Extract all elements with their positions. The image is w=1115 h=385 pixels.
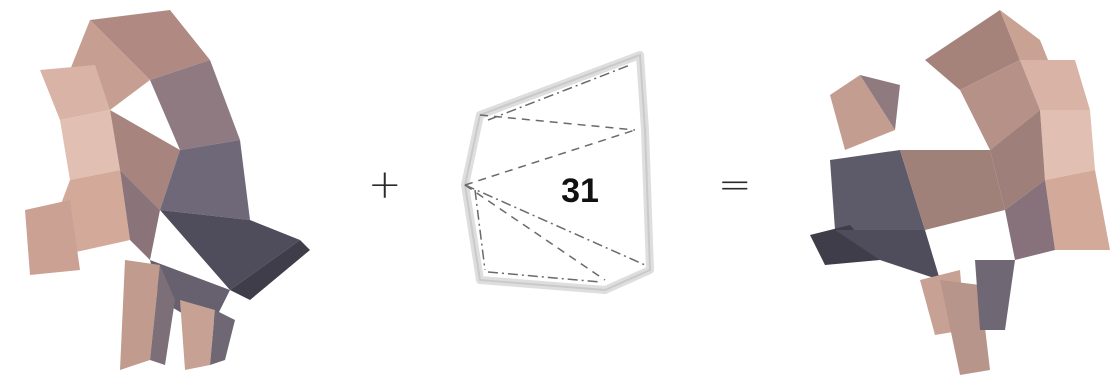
- boar-body-right: [810, 150, 1005, 280]
- boar-legs-left: [120, 260, 235, 370]
- fold-lines: [464, 64, 646, 283]
- net-band: [461, 51, 654, 294]
- boar-body-left: [150, 210, 310, 330]
- attached-piece: [830, 75, 900, 150]
- boar-model-left: [25, 10, 310, 370]
- equals-sign: =: [718, 162, 752, 208]
- boar-model-right: [810, 10, 1110, 375]
- paper-net-piece: [461, 51, 654, 294]
- boar-head-left: [25, 10, 250, 275]
- piece-number-label: 31: [561, 172, 599, 210]
- boar-head-right: [925, 10, 1110, 260]
- boar-legs-right: [920, 260, 1015, 375]
- plus-sign: +: [368, 162, 402, 208]
